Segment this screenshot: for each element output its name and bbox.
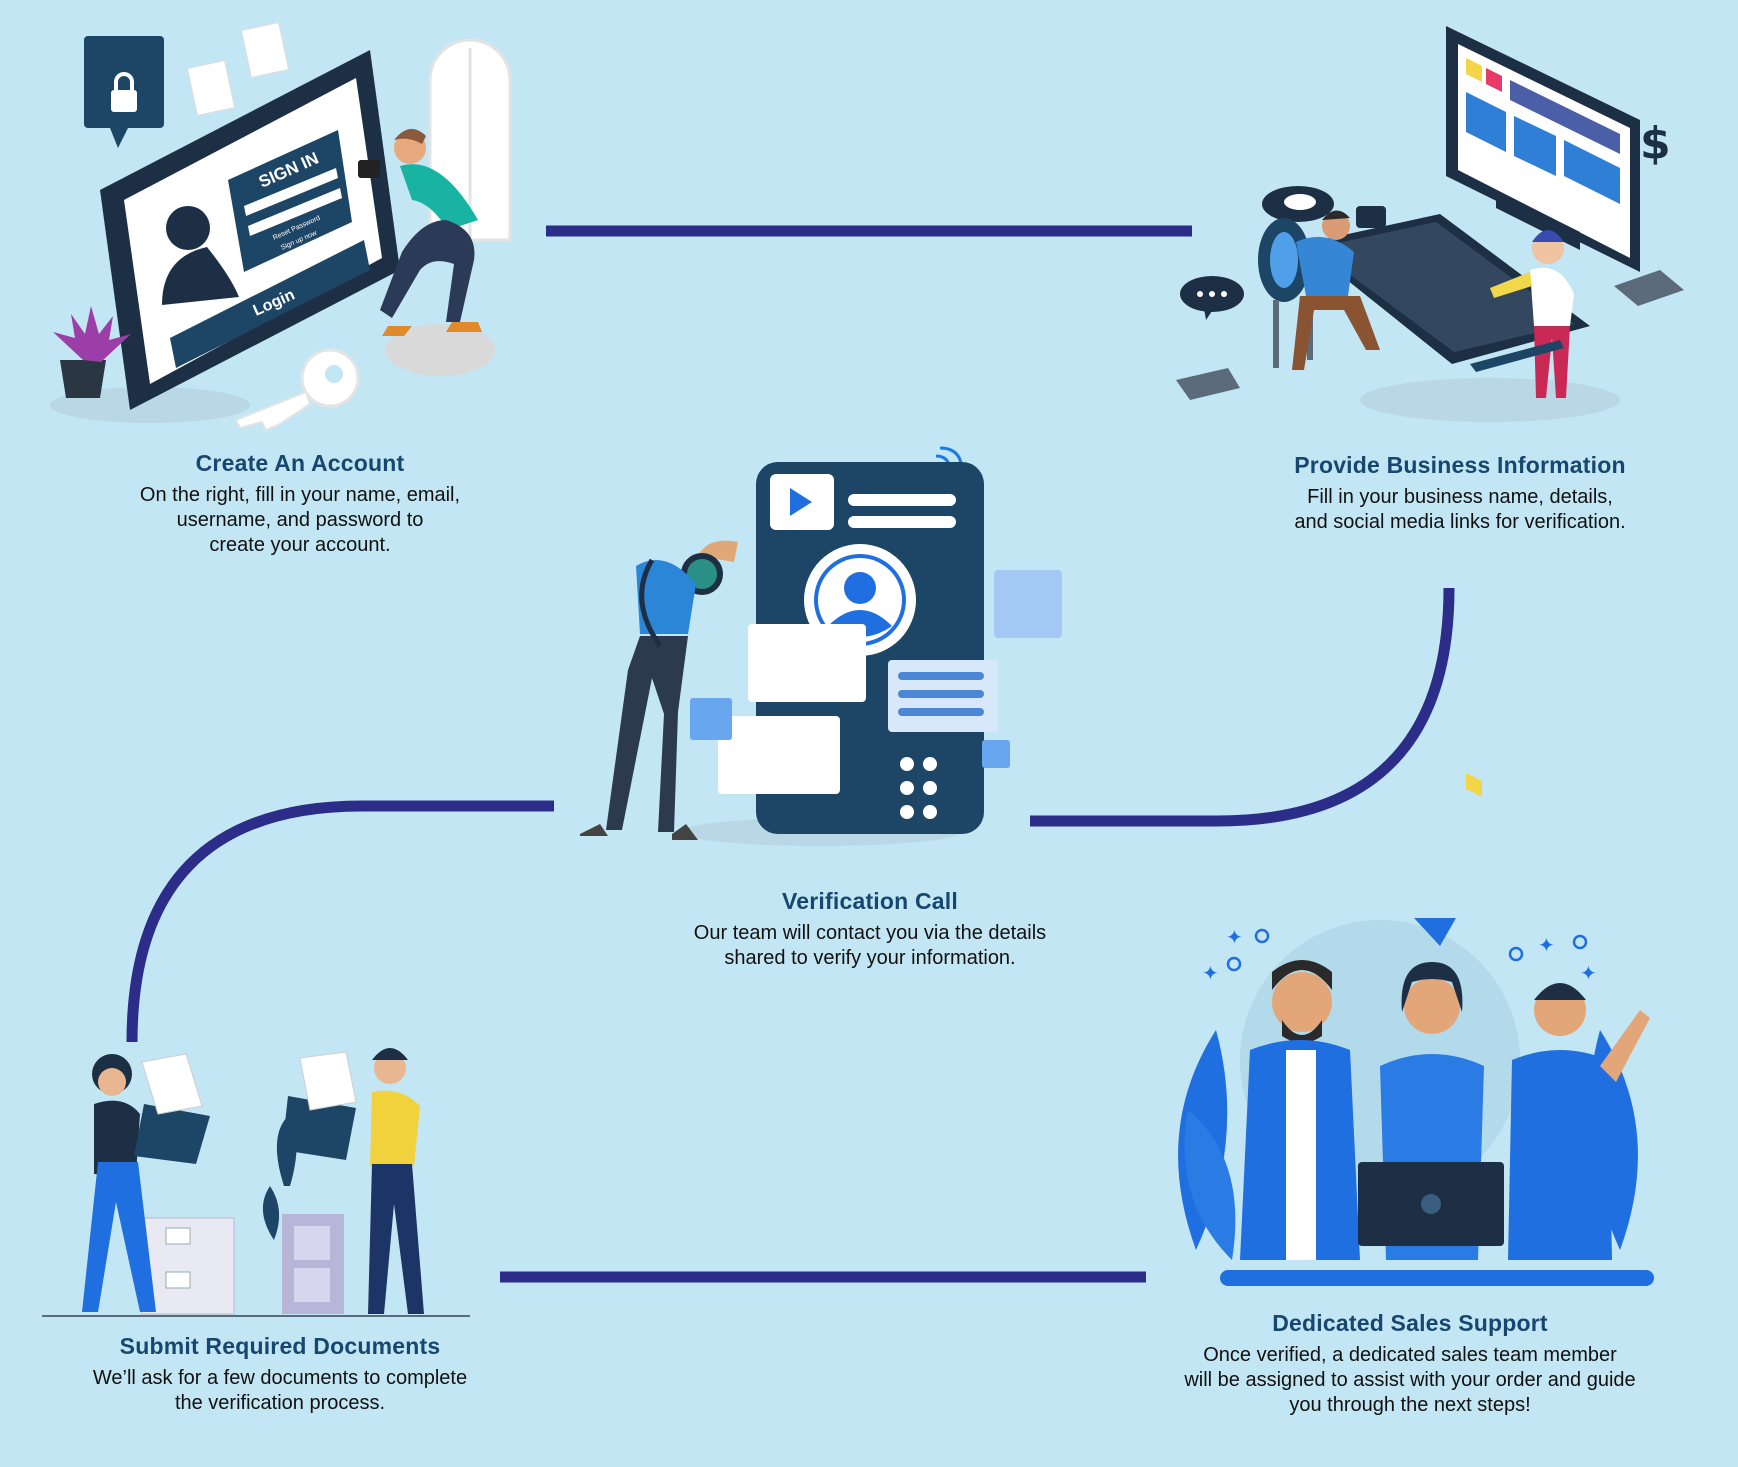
step-verification-call: Verification Call Our team will contact … — [640, 888, 1100, 971]
step-title: Dedicated Sales Support — [1272, 1310, 1548, 1336]
svg-text:✦: ✦ — [1202, 961, 1219, 985]
step-description: Fill in your business name, details, and… — [1294, 486, 1626, 533]
svg-text:✦: ✦ — [1538, 933, 1555, 957]
step-title: Submit Required Documents — [119, 1333, 441, 1359]
step-sales-support: Dedicated Sales Support Once verified, a… — [1140, 1310, 1680, 1418]
connector-step3-step4 — [126, 800, 554, 1043]
step-title: Provide Business Information — [1294, 452, 1626, 478]
step-description: Our team will contact you via the detail… — [693, 922, 1047, 969]
step-description: We’ll ask for a few documents to complet… — [92, 1367, 468, 1414]
svg-text:$: $ — [1640, 118, 1671, 169]
connector-step2-step3 — [1030, 587, 1455, 827]
lock-icon — [84, 36, 164, 128]
step-submit-documents: Submit Required Documents We’ll ask for … — [40, 1333, 520, 1416]
svg-text:✦: ✦ — [1226, 925, 1243, 949]
step-title: Create An Account — [195, 450, 405, 476]
svg-text:✦: ✦ — [1580, 961, 1597, 985]
step-business-information: Provide Business Information Fill in you… — [1260, 452, 1660, 535]
step-description: Once verified, a dedicated sales team me… — [1184, 1344, 1636, 1416]
step-title: Verification Call — [782, 888, 958, 914]
step-description: On the right, fill in your name, email, … — [139, 484, 461, 556]
step-create-account: Create An Account On the right, fill in … — [100, 450, 500, 558]
